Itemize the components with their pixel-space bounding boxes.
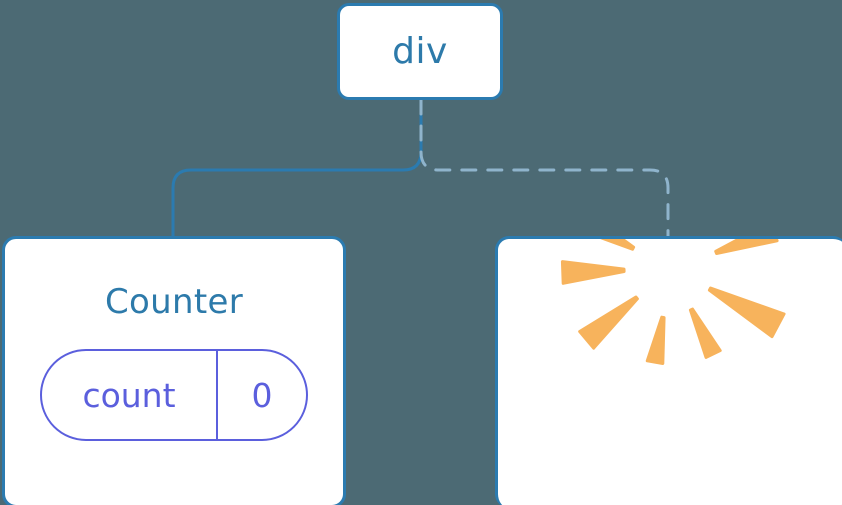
- node-counter-title: Counter: [105, 282, 243, 322]
- sparkle-ray-7: [688, 307, 722, 359]
- state-pill-value: 0: [216, 351, 306, 439]
- node-div-label: div: [392, 30, 448, 72]
- sparkle-ray-3: [600, 239, 636, 251]
- sparkle-ray-5: [578, 295, 639, 350]
- sparkle-ray-8: [707, 286, 786, 339]
- sparkle-ray-4: [560, 260, 626, 285]
- state-pill-key: count: [82, 375, 176, 415]
- node-counter[interactable]: Counter count 0: [2, 236, 346, 505]
- node-div[interactable]: div: [337, 3, 503, 100]
- node-sparkle[interactable]: [495, 236, 842, 505]
- sparkle-ray-6: [645, 315, 666, 366]
- edge-div-to-sparkle: [419, 98, 670, 238]
- sparkle-ray-9: [714, 239, 779, 256]
- sparkle-burst-icon: [560, 239, 786, 366]
- edge-div-to-counter: [171, 98, 423, 238]
- sparkle-ray-group: [560, 239, 786, 366]
- state-pill-count[interactable]: count 0: [40, 349, 308, 441]
